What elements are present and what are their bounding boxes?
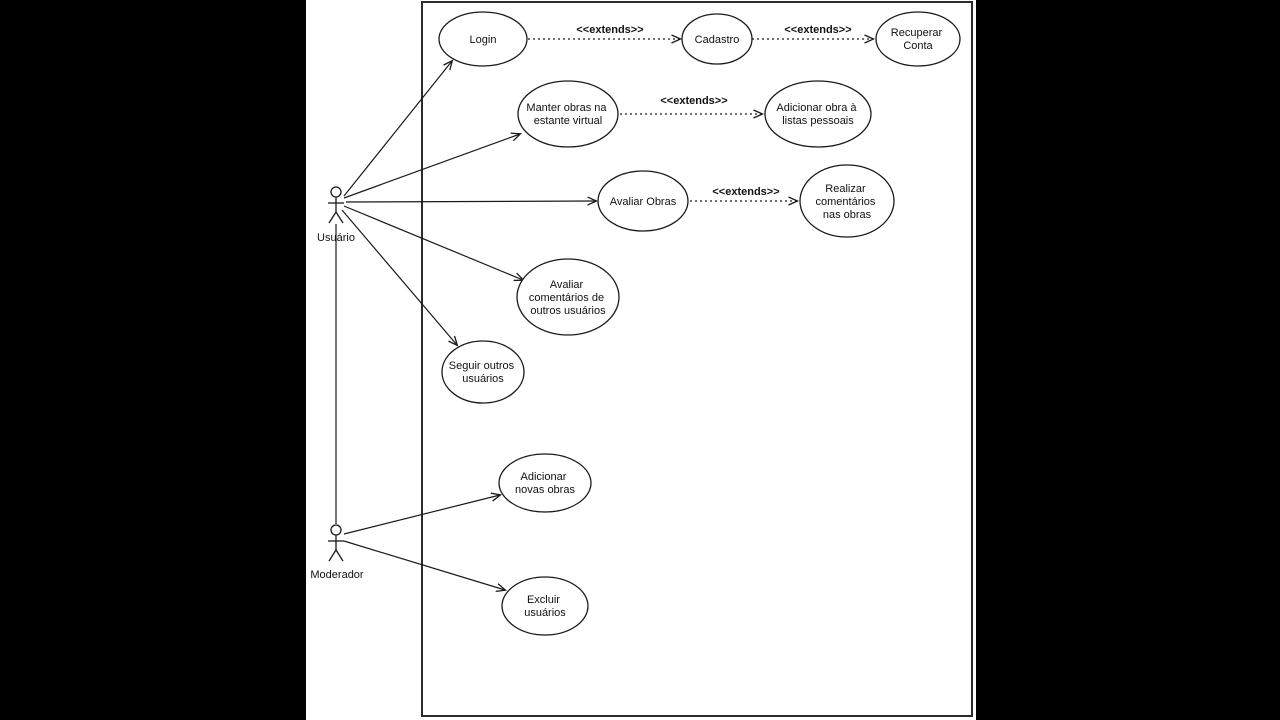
- usecase-label: Excluir: [527, 594, 560, 606]
- usecase-label: comentários: [816, 196, 876, 208]
- svg-text:Avaliar Obras: Avaliar Obras: [610, 196, 677, 208]
- usecase-label: comentários de: [529, 292, 604, 304]
- svg-text:Manter obras na estante: Manter obras na estante virtual: [526, 102, 609, 127]
- assoc-usuario-login: [343, 59, 454, 197]
- extends-label: <<extends>>: [784, 24, 851, 36]
- usecase-excluir-usuarios: Excluir usuários: [501, 576, 589, 636]
- usecase-label: usuários: [462, 373, 504, 385]
- svg-text:Realizar comentários: Realizar comentários nas obras: [816, 183, 879, 221]
- assoc-moderador-excluir-usuarios: [343, 540, 508, 592]
- extends-label: <<extends>>: [712, 186, 779, 198]
- svg-text:Adicionar obra à listas: Adicionar obra à listas pessoais: [776, 102, 859, 127]
- usecase-label: Manter obras na: [526, 102, 607, 114]
- usecase-label: outros usuários: [530, 305, 606, 317]
- usecase-label: Realizar: [825, 183, 866, 195]
- usecase-cadastro: Cadastro: [681, 13, 753, 65]
- usecase-label: Avaliar: [550, 279, 584, 291]
- usecase-avaliar-comentarios: Avaliar comentários de outros usuários: [516, 258, 620, 336]
- assoc-usuario-manter-obras: [343, 132, 522, 199]
- svg-text:Seguir outros usuários: Seguir outros usuários: [449, 360, 518, 385]
- extends-label: <<extends>>: [660, 95, 727, 107]
- usecase-label: Adicionar obra à: [776, 102, 857, 114]
- usecase-label: Cadastro: [695, 34, 740, 46]
- actor-head: [330, 186, 342, 198]
- usecase-label: novas obras: [515, 484, 575, 496]
- usecase-recuperar-conta: Recuperar Conta: [875, 11, 961, 67]
- actor-moderador: Moderador: [310, 524, 364, 581]
- extends-label: <<extends>>: [576, 24, 643, 36]
- usecase-label: Login: [470, 34, 497, 46]
- actor-label: Usuário: [317, 232, 355, 244]
- assoc-usuario-seguir-usuarios: [341, 209, 459, 347]
- svg-text:Cadastro: Cadastro: [695, 34, 740, 46]
- usecase-manter-obras: Manter obras na estante virtual: [517, 80, 619, 148]
- svg-text:Login: Login: [470, 34, 497, 46]
- usecase-label: Avaliar Obras: [610, 196, 677, 208]
- usecase-realizar-comentarios: Realizar comentários nas obras: [799, 164, 895, 238]
- usecase-label: Adicionar: [521, 471, 567, 483]
- usecase-label: Conta: [903, 40, 933, 52]
- svg-text:Avaliar comentários de: Avaliar comentários de outros usuários: [529, 279, 607, 317]
- actor-usuario: Usuário: [317, 186, 355, 244]
- usecase-label: nas obras: [823, 209, 872, 221]
- usecase-seguir-usuarios: Seguir outros usuários: [441, 340, 525, 404]
- usecase-label: estante virtual: [534, 115, 602, 127]
- usecase-label: listas pessoais: [782, 115, 854, 127]
- usecase-login: Login: [438, 11, 528, 67]
- svg-text:Adicionar novas obras: Adicionar novas obras: [515, 471, 575, 496]
- usecase-label: usuários: [524, 607, 566, 619]
- svg-text:Recuperar Conta: Recuperar Conta: [891, 27, 945, 52]
- usecase-label: Recuperar: [891, 27, 943, 39]
- usecase-adicionar-obra-listas: Adicionar obra à listas pessoais: [764, 80, 872, 148]
- svg-text:Excluir usuários: Excluir usuários: [524, 594, 566, 619]
- usecase-adicionar-novas-obras: Adicionar novas obras: [498, 453, 592, 513]
- usecase-label: Seguir outros: [449, 360, 515, 372]
- usecase-avaliar-obras: Avaliar Obras: [597, 170, 689, 232]
- actor-label: Moderador: [310, 569, 364, 581]
- assoc-usuario-avaliar-obras: [345, 196, 599, 206]
- assoc-usuario-avaliar-comentarios: [343, 205, 525, 282]
- actor-head: [330, 524, 342, 536]
- assoc-moderador-adicionar-novas: [343, 492, 503, 535]
